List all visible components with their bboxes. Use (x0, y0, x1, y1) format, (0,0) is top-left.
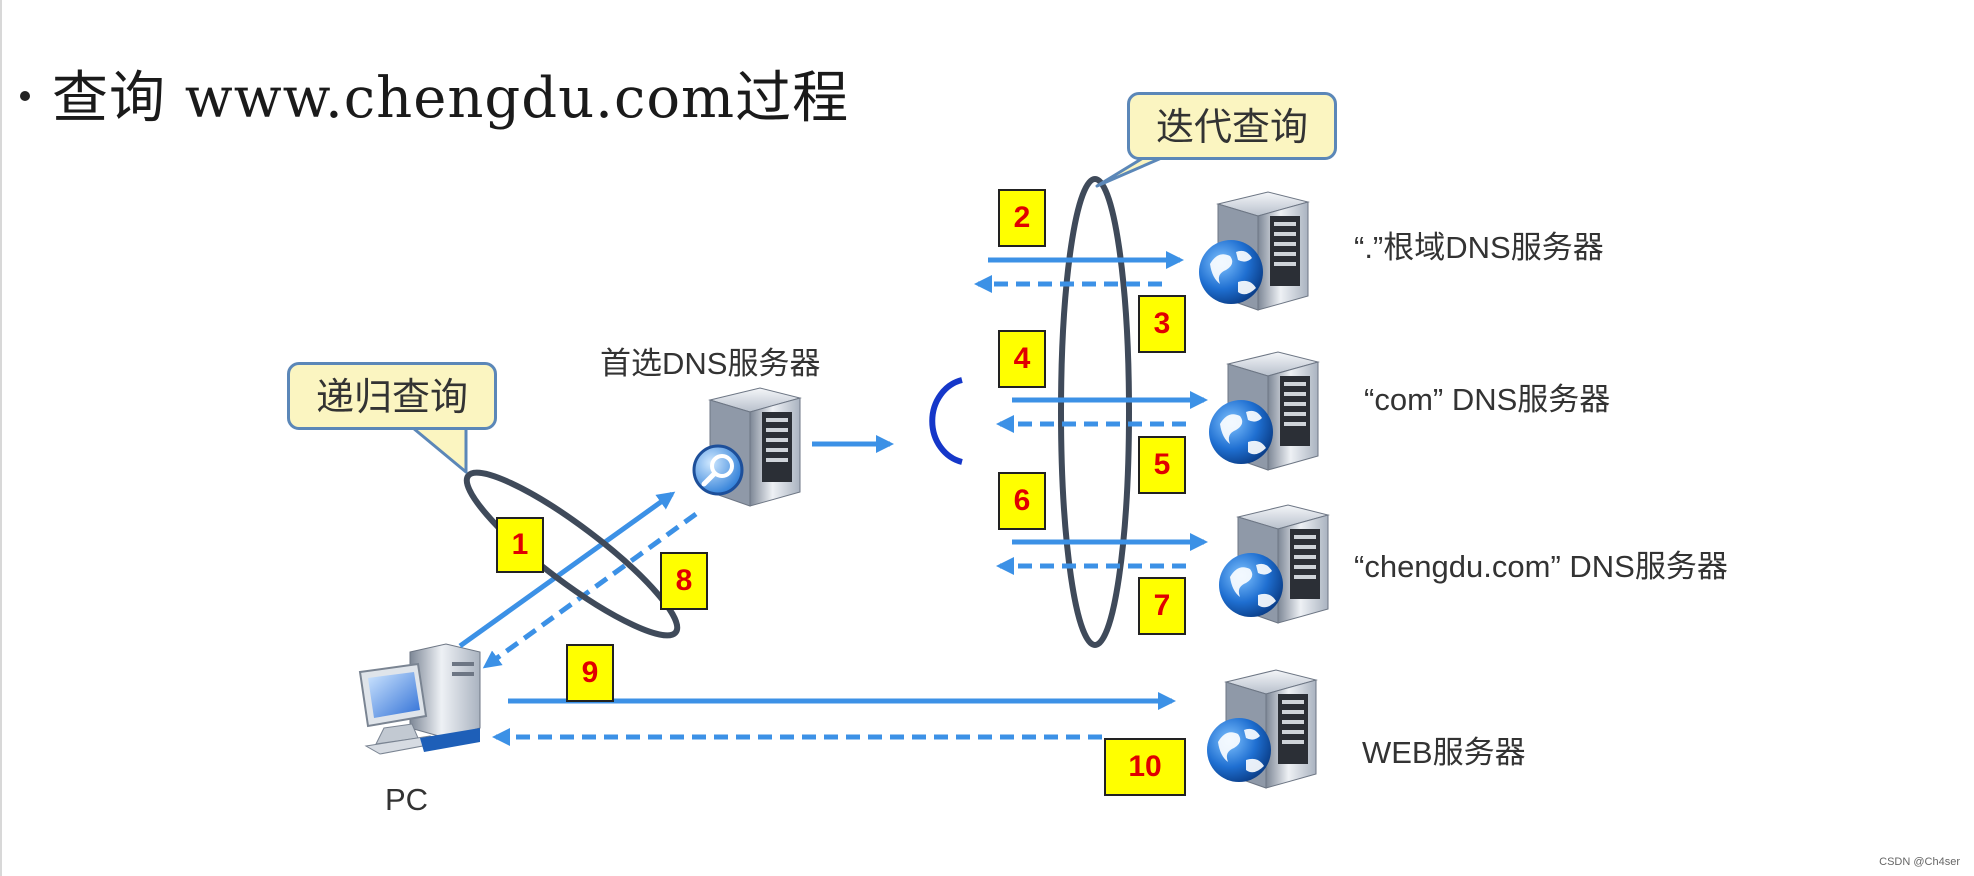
step-badge-6: 6 (998, 472, 1046, 530)
web-server-label: WEB服务器 (1362, 735, 1526, 770)
com-dns-label: “com” DNS服务器 (1364, 382, 1611, 417)
root-dns-label: “.”根域DNS服务器 (1354, 230, 1604, 265)
preferred-dns-server-icon (692, 387, 801, 507)
iterative-query-callout: 迭代查询 (1127, 92, 1337, 160)
step-badge-8: 8 (660, 552, 708, 610)
preferred-dns-label: 首选DNS服务器 (600, 346, 821, 381)
recursive-query-callout: 递归查询 (287, 362, 497, 430)
recursive-query-ellipse (463, 469, 681, 639)
step-badge-2: 2 (998, 189, 1046, 247)
chengdu-dns-label: “chengdu.com” DNS服务器 (1354, 549, 1728, 584)
step-badge-7: 7 (1138, 577, 1186, 635)
watermark: CSDN @Ch4ser (1879, 856, 1960, 868)
root-dns-server-icon (1199, 191, 1309, 311)
iterative-query-ellipse (1058, 176, 1132, 648)
step-badge-5: 5 (1138, 436, 1186, 494)
web-server-icon (1207, 669, 1317, 789)
chengdu-dns-server-icon (1219, 504, 1329, 624)
arrow-step-1 (458, 491, 676, 649)
pc-computer-icon (358, 643, 481, 755)
com-dns-server-icon (1209, 351, 1319, 471)
slide-title: 查询 www.chengdu.com过程 (20, 58, 849, 131)
bracket-icon (929, 377, 963, 465)
step-badge-4: 4 (998, 330, 1046, 388)
slide-left-border (0, 0, 2, 876)
title-text: 查询 www.chengdu.com过程 (52, 65, 850, 131)
step-badge-9: 9 (566, 644, 614, 702)
step-badge-1: 1 (496, 517, 544, 573)
recursive-callout-tail (412, 426, 468, 474)
step-badge-3: 3 (1138, 295, 1186, 353)
pc-label: PC (385, 782, 429, 817)
step-badge-10: 10 (1104, 738, 1186, 796)
bullet-icon (20, 91, 30, 101)
